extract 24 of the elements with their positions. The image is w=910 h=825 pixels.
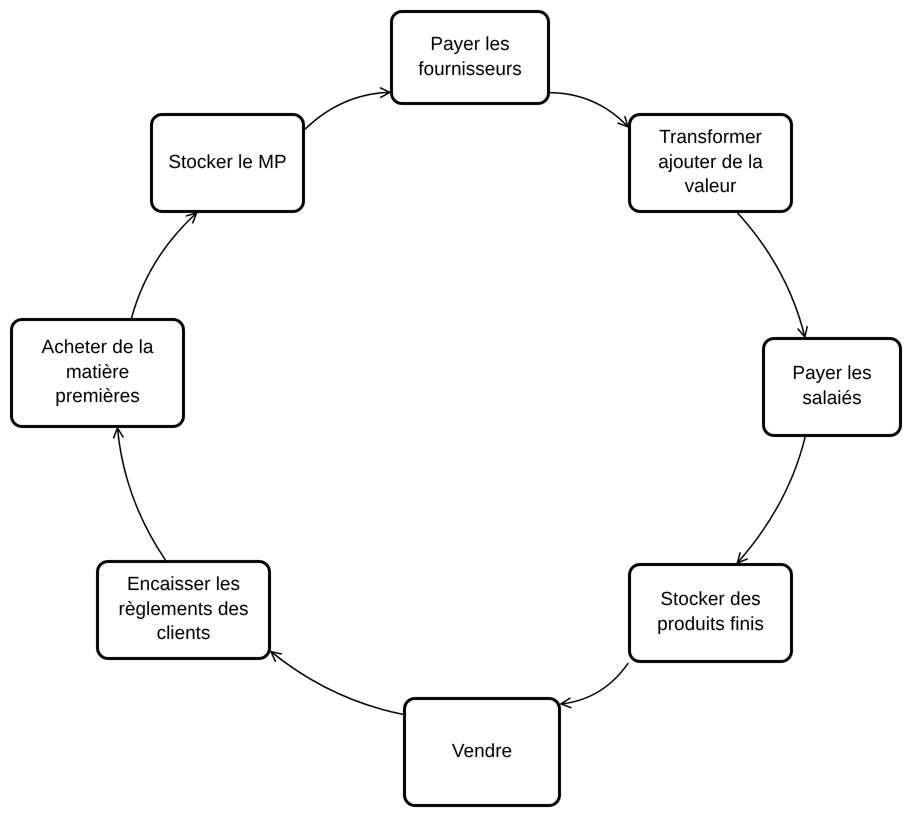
process-box (96, 560, 271, 660)
arrow (737, 212, 808, 338)
process-box (628, 563, 793, 663)
node-text: Acheter de la matière premières (40, 336, 154, 410)
node-text: Vendre (452, 740, 512, 764)
node-text: Stocker le MP (168, 150, 287, 175)
arrow (112, 427, 166, 560)
node-text: Transformer ajouter de la valeur (657, 126, 764, 200)
process-box (390, 10, 550, 105)
node-text: Stocker des produits finis (656, 588, 765, 637)
arrow (130, 212, 198, 318)
node-text: Encaisser les règlements des clients (118, 572, 250, 646)
process-box (10, 318, 185, 428)
node-text: Payer les fournisseurs (417, 32, 523, 82)
process-box (762, 337, 902, 437)
arrow (270, 650, 404, 716)
arrow (560, 662, 629, 708)
process-box (628, 113, 793, 213)
process-box (403, 697, 561, 807)
arrow (304, 87, 391, 130)
node-text: Payer les salaiés (791, 362, 873, 411)
process-box (150, 113, 305, 213)
arrow (550, 92, 629, 128)
arrow (736, 436, 806, 564)
